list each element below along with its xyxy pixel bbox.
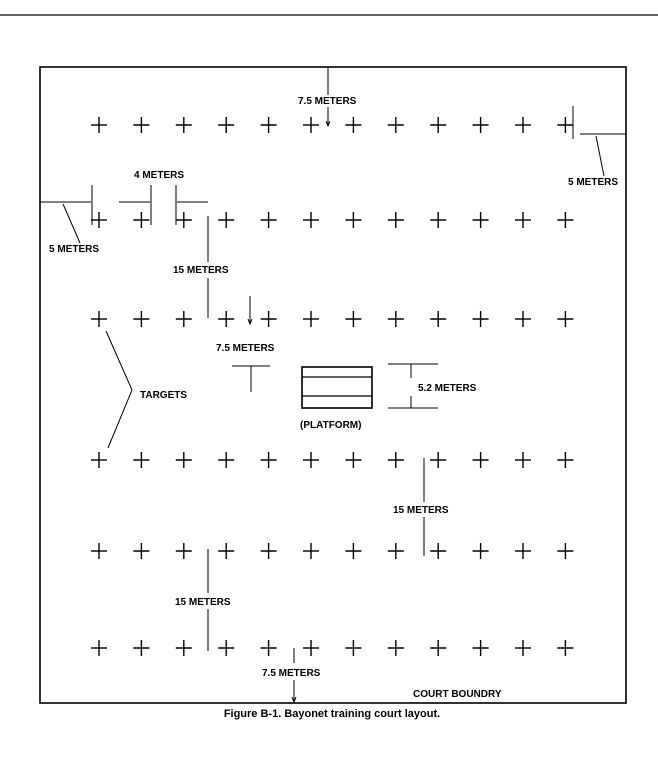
target-cross: [218, 543, 235, 559]
target-cross: [430, 117, 447, 133]
target-cross: [133, 117, 150, 133]
targets-label: TARGETS: [140, 390, 187, 401]
dimension-lines: [40, 67, 626, 704]
target-cross: [387, 117, 404, 133]
target-cross: [133, 543, 150, 559]
target-cross: [387, 640, 404, 656]
target-cross: [430, 452, 447, 468]
target-cross: [472, 543, 489, 559]
target-cross: [91, 311, 107, 327]
target-grid: [91, 117, 574, 656]
target-cross: [387, 543, 404, 559]
target-cross: [303, 543, 319, 559]
target-cross: [557, 311, 574, 327]
court-boundary-label: COURT BOUNDRY: [413, 689, 502, 700]
target-cross: [91, 452, 107, 468]
target-cross: [387, 452, 404, 468]
target-cross: [345, 640, 362, 656]
target-cross: [260, 452, 277, 468]
platform-label: (PLATFORM): [300, 420, 361, 431]
target-cross: [175, 452, 192, 468]
target-cross: [515, 543, 531, 559]
left-margin-label: 5 METERS: [49, 244, 99, 255]
target-cross: [345, 452, 362, 468]
target-cross: [345, 212, 362, 228]
target-cross: [557, 640, 574, 656]
target-cross: [430, 212, 447, 228]
target-cross: [345, 117, 362, 133]
target-cross: [175, 311, 192, 327]
target-cross: [557, 117, 574, 133]
target-gap-label: 4 METERS: [134, 170, 184, 181]
target-cross: [303, 117, 319, 133]
target-cross: [91, 212, 107, 228]
figure-caption: Figure B-1. Bayonet training court layou…: [224, 708, 440, 720]
target-cross: [387, 212, 404, 228]
target-cross: [218, 452, 235, 468]
target-cross: [175, 640, 192, 656]
target-cross: [472, 640, 489, 656]
target-cross: [175, 543, 192, 559]
target-cross: [91, 543, 107, 559]
row-to-platform-label: 7.5 METERS: [216, 343, 275, 354]
target-cross: [557, 212, 574, 228]
target-cross: [260, 543, 277, 559]
row-gap-3-label: 15 METERS: [175, 597, 231, 608]
target-cross: [133, 640, 150, 656]
target-cross: [303, 452, 319, 468]
right-margin-label: 5 METERS: [568, 177, 618, 188]
target-cross: [557, 452, 574, 468]
target-cross: [218, 640, 235, 656]
target-cross: [175, 117, 192, 133]
platform-depth-label: 5.2 METERS: [418, 383, 477, 394]
target-cross: [430, 640, 447, 656]
target-cross: [218, 311, 235, 327]
target-cross: [260, 640, 277, 656]
target-cross: [472, 311, 489, 327]
target-cross: [303, 311, 319, 327]
target-cross: [515, 117, 531, 133]
target-cross: [515, 452, 531, 468]
target-cross: [218, 117, 235, 133]
target-cross: [472, 452, 489, 468]
court-boundary: [39, 66, 627, 704]
target-cross: [260, 311, 277, 327]
target-cross: [218, 212, 235, 228]
target-cross: [133, 212, 150, 228]
target-cross: [472, 212, 489, 228]
target-cross: [303, 212, 319, 228]
target-cross: [430, 543, 447, 559]
target-cross: [133, 311, 150, 327]
top-spacing-label: 7.5 METERS: [298, 96, 357, 107]
target-cross: [557, 543, 574, 559]
target-cross: [303, 640, 319, 656]
platform: [301, 366, 373, 409]
target-cross: [260, 117, 277, 133]
target-cross: [175, 212, 192, 228]
target-cross: [515, 640, 531, 656]
target-cross: [133, 452, 150, 468]
target-cross: [260, 212, 277, 228]
target-cross: [515, 311, 531, 327]
row-gap-1-label: 15 METERS: [173, 265, 229, 276]
target-cross: [515, 212, 531, 228]
target-cross: [387, 311, 404, 327]
target-cross: [91, 640, 107, 656]
bottom-spacing-label: 7.5 METERS: [262, 668, 321, 679]
target-cross: [91, 117, 107, 133]
row-gap-2-label: 15 METERS: [393, 505, 449, 516]
target-cross: [472, 117, 489, 133]
target-cross: [345, 311, 362, 327]
target-cross: [345, 543, 362, 559]
target-cross: [430, 311, 447, 327]
